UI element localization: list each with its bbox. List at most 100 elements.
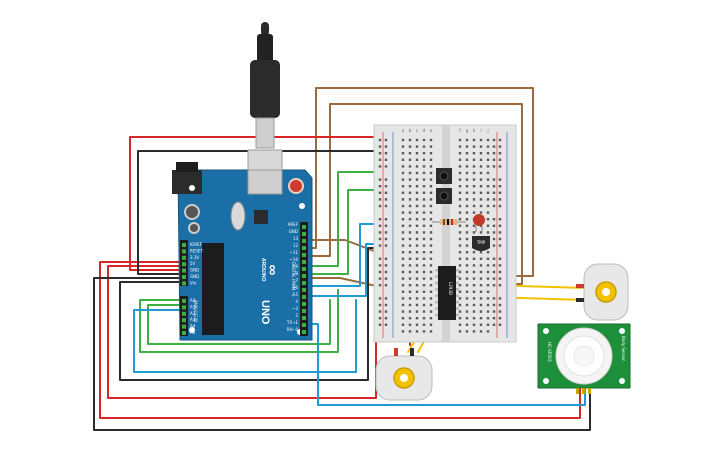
header-pin[interactable] [302, 260, 306, 264]
rail-hole[interactable] [498, 284, 502, 287]
rail-hole[interactable] [378, 218, 382, 221]
header-pin[interactable] [302, 267, 306, 271]
rail-hole[interactable] [378, 284, 382, 287]
breadboard-hole[interactable] [415, 270, 419, 274]
breadboard-hole[interactable] [415, 244, 419, 247]
breadboard-hole[interactable] [486, 198, 490, 201]
breadboard-hole[interactable] [401, 303, 405, 307]
breadboard-hole[interactable] [486, 290, 490, 293]
breadboard-hole[interactable] [415, 152, 419, 155]
rail-hole[interactable] [384, 165, 388, 168]
breadboard-hole[interactable] [401, 270, 405, 274]
rail-hole[interactable] [384, 218, 388, 221]
rail-hole[interactable] [378, 317, 382, 320]
header-pin[interactable] [302, 246, 306, 250]
rail-hole[interactable] [384, 231, 388, 234]
breadboard-hole[interactable] [422, 284, 426, 287]
rail-hole[interactable] [498, 224, 502, 227]
rail-hole[interactable] [378, 244, 382, 247]
breadboard-hole[interactable] [465, 191, 469, 194]
rail-hole[interactable] [498, 138, 502, 142]
rail-hole[interactable] [498, 323, 502, 326]
breadboard-hole[interactable] [429, 251, 433, 254]
breadboard-hole[interactable] [472, 171, 476, 175]
breadboard-hole[interactable] [408, 237, 412, 241]
breadboard-hole[interactable] [422, 264, 426, 267]
breadboard-hole[interactable] [429, 198, 433, 201]
breadboard-hole[interactable] [472, 198, 476, 201]
breadboard-hole[interactable] [429, 145, 433, 148]
breadboard-hole[interactable] [429, 297, 433, 300]
breadboard-hole[interactable] [429, 277, 433, 280]
rail-hole[interactable] [492, 191, 496, 194]
breadboard-hole[interactable] [486, 211, 490, 214]
breadboard-hole[interactable] [401, 185, 405, 188]
rail-hole[interactable] [498, 178, 502, 181]
rail-hole[interactable] [384, 191, 388, 194]
breadboard-hole[interactable] [472, 257, 476, 260]
breadboard-hole[interactable] [479, 178, 483, 181]
breadboard-hole[interactable] [429, 231, 433, 234]
header-pin[interactable] [182, 324, 186, 329]
breadboard-hole[interactable] [486, 158, 490, 161]
header-pin[interactable] [182, 255, 186, 260]
breadboard-hole[interactable] [401, 251, 405, 254]
breadboard-hole[interactable] [401, 310, 405, 313]
breadboard-hole[interactable] [458, 264, 462, 267]
breadboard-hole[interactable] [401, 138, 405, 142]
header-pin[interactable] [302, 323, 306, 327]
breadboard-hole[interactable] [422, 171, 426, 175]
rail-hole[interactable] [384, 270, 388, 274]
breadboard-hole[interactable] [401, 284, 405, 287]
breadboard-hole[interactable] [429, 165, 433, 168]
breadboard-hole[interactable] [429, 290, 433, 293]
breadboard-hole[interactable] [429, 257, 433, 260]
rail-hole[interactable] [498, 297, 502, 300]
breadboard-hole[interactable] [458, 158, 462, 161]
rail-hole[interactable] [492, 303, 496, 307]
breadboard-hole[interactable] [465, 178, 469, 181]
breadboard-hole[interactable] [465, 297, 469, 300]
rail-hole[interactable] [498, 158, 502, 161]
breadboard-hole[interactable] [422, 237, 426, 241]
header-pin[interactable] [182, 299, 186, 303]
breadboard-hole[interactable] [422, 198, 426, 201]
breadboard-hole[interactable] [408, 277, 412, 280]
wire-blue-pir[interactable] [304, 323, 586, 406]
breadboard-hole[interactable] [415, 211, 419, 214]
rail-hole[interactable] [492, 231, 496, 234]
breadboard-hole[interactable] [422, 145, 426, 148]
rail-hole[interactable] [492, 257, 496, 260]
breadboard-hole[interactable] [422, 323, 426, 326]
breadboard-hole[interactable] [401, 198, 405, 201]
rail-hole[interactable] [384, 310, 388, 313]
rail-hole[interactable] [378, 152, 382, 155]
rail-hole[interactable] [498, 237, 502, 241]
rail-hole[interactable] [378, 198, 382, 201]
breadboard-hole[interactable] [472, 323, 476, 326]
breadboard-hole[interactable] [465, 251, 469, 254]
breadboard-hole[interactable] [479, 330, 483, 333]
breadboard-hole[interactable] [408, 303, 412, 307]
breadboard-hole[interactable] [422, 204, 426, 208]
breadboard-hole[interactable] [422, 152, 426, 155]
rail-hole[interactable] [492, 277, 496, 280]
breadboard-hole[interactable] [486, 323, 490, 326]
breadboard-hole[interactable] [465, 198, 469, 201]
breadboard-hole[interactable] [472, 178, 476, 181]
breadboard-hole[interactable] [472, 211, 476, 214]
breadboard-hole[interactable] [408, 211, 412, 214]
breadboard-hole[interactable] [472, 277, 476, 280]
breadboard-hole[interactable] [415, 224, 419, 227]
rail-hole[interactable] [378, 270, 382, 274]
breadboard-hole[interactable] [422, 165, 426, 168]
breadboard-hole[interactable] [486, 204, 490, 208]
header-pin[interactable] [302, 330, 306, 334]
breadboard-hole[interactable] [486, 317, 490, 320]
breadboard-hole[interactable] [479, 257, 483, 260]
breadboard-hole[interactable] [401, 277, 405, 280]
breadboard-hole[interactable] [415, 231, 419, 234]
breadboard-hole[interactable] [472, 290, 476, 293]
breadboard-hole[interactable] [486, 284, 490, 287]
breadboard-hole[interactable] [408, 323, 412, 326]
